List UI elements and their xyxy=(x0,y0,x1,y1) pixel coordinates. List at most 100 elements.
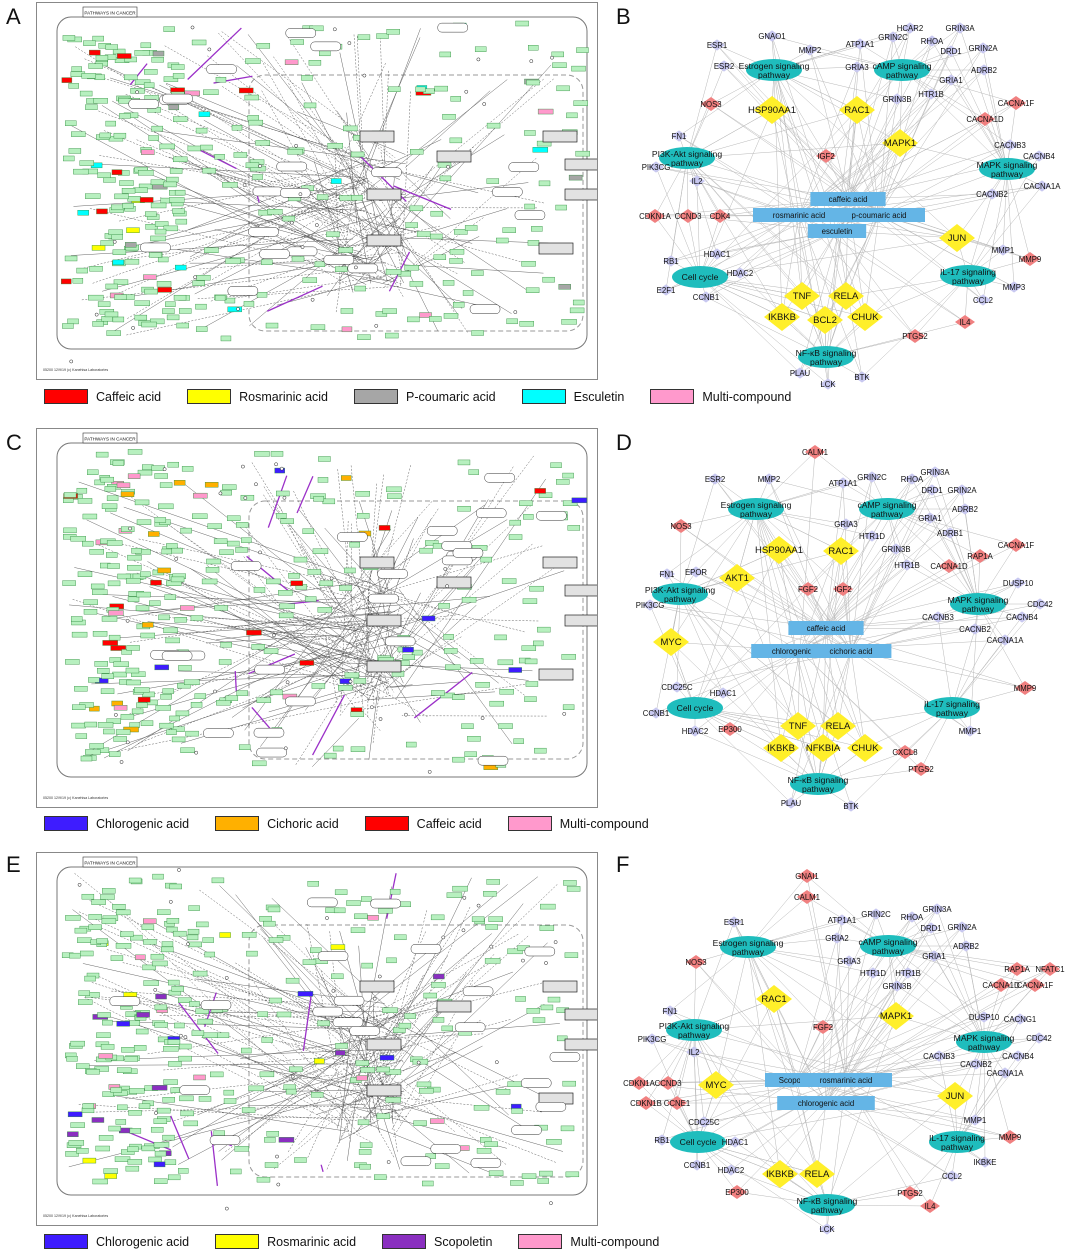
gene-box xyxy=(464,751,477,757)
target-diamond xyxy=(930,611,946,623)
gene-box xyxy=(542,276,555,283)
map-label-bubble xyxy=(203,728,234,738)
target-diamond xyxy=(792,367,808,379)
gene-box xyxy=(154,228,167,235)
highlighted-edge xyxy=(266,285,323,312)
network-node: CCNB1 xyxy=(643,707,669,719)
gene-box xyxy=(126,227,140,233)
pathway-edge xyxy=(348,1063,373,1115)
network-node: FN1 xyxy=(662,1005,678,1017)
gene-box xyxy=(385,1097,401,1103)
compound-dot xyxy=(179,1033,183,1038)
core-target-diamond xyxy=(820,712,856,740)
gene-box xyxy=(307,569,322,575)
node-label: IGF2 xyxy=(817,152,834,161)
core-target-diamond xyxy=(764,303,800,331)
node-label: pathway xyxy=(671,158,704,168)
compound-dot xyxy=(441,935,446,940)
network-edge xyxy=(768,478,852,652)
network-node: MAPK1 xyxy=(882,129,918,157)
gene-box xyxy=(279,603,295,609)
node-label: HDAC2 xyxy=(718,1166,744,1175)
pathway-edge xyxy=(349,876,538,1024)
gene-box xyxy=(267,906,281,913)
node-label: DRD1 xyxy=(921,486,942,495)
map-label-bubble xyxy=(410,944,442,954)
network-node: NOS3 xyxy=(685,955,707,969)
network-edge xyxy=(697,1084,717,1143)
legend-label: Chlorogenic acid xyxy=(96,816,190,831)
gene-box xyxy=(547,996,561,1003)
map-label-bubble xyxy=(179,1085,210,1095)
gene-box xyxy=(350,151,365,158)
pathway-edge xyxy=(375,957,501,1027)
gene-box xyxy=(198,111,211,117)
network-edge xyxy=(670,230,838,262)
network-node: CACNA1F xyxy=(1017,978,1053,992)
gene-box xyxy=(539,1170,553,1177)
network-edge xyxy=(645,1079,798,1104)
pathway-edge xyxy=(197,286,401,299)
gene-box xyxy=(461,597,477,603)
pathway-node-ellipse xyxy=(659,147,715,169)
pathway-edge xyxy=(364,538,414,677)
gene-box xyxy=(566,112,578,119)
network-edge xyxy=(747,896,808,948)
pathway-edge xyxy=(354,79,508,201)
node-label: GRIA3 xyxy=(837,957,860,966)
network-edge xyxy=(755,508,842,552)
gene-box xyxy=(251,644,265,650)
node-label: MAPK signaling xyxy=(977,160,1038,170)
highlighted-edge xyxy=(178,1001,219,1054)
network-edge xyxy=(887,945,898,987)
network-edge xyxy=(859,43,903,71)
node-label: Scopoletin xyxy=(779,1076,815,1085)
gene-box xyxy=(190,615,204,621)
gene-box xyxy=(340,308,354,314)
map-label-bubble xyxy=(370,898,401,909)
gene-box xyxy=(66,1056,78,1062)
target-diamond xyxy=(686,955,706,969)
gene-box xyxy=(327,143,343,149)
pathway-edge xyxy=(345,501,433,598)
gene-box xyxy=(168,979,180,986)
gene-box xyxy=(162,308,175,314)
gene-box xyxy=(202,167,216,174)
network-edge xyxy=(886,508,931,519)
network-edge xyxy=(848,945,889,962)
gene-box xyxy=(462,290,474,296)
network-edge xyxy=(983,1037,1040,1043)
gene-box xyxy=(341,326,353,333)
node-label: GRIN3B xyxy=(881,545,910,554)
process-box xyxy=(564,188,597,201)
network-edge xyxy=(817,747,824,785)
network-edge xyxy=(825,109,858,358)
pathway-edge xyxy=(94,995,338,1023)
node-label: GRIN3A xyxy=(920,468,950,477)
network-edge xyxy=(771,69,775,111)
gene-box xyxy=(412,649,423,656)
network-edge xyxy=(714,478,852,652)
node-label: GRIA2 xyxy=(825,934,848,943)
network-edge xyxy=(686,109,773,159)
gene-box xyxy=(166,176,179,183)
gene-box xyxy=(155,705,171,711)
legend-label: Multi-compound xyxy=(570,1234,660,1249)
network-node: ADRB1 xyxy=(937,527,963,539)
gene-box xyxy=(361,962,373,969)
network-node: cichoric acid xyxy=(810,644,892,658)
network-edge xyxy=(1006,155,1040,170)
network-node: DRD1 xyxy=(920,922,942,934)
gene-box xyxy=(567,525,581,531)
pathway-edge xyxy=(247,34,349,165)
network-node: CDC42 xyxy=(1027,598,1053,610)
network-edge xyxy=(799,650,906,753)
gene-box xyxy=(171,726,185,732)
network-edge xyxy=(983,69,1008,170)
gene-box xyxy=(133,187,148,193)
node-label: NF-κB signaling xyxy=(797,1196,858,1206)
network-node: GRIN2A xyxy=(947,484,977,496)
gene-box xyxy=(70,1122,85,1128)
network-node: ATP1A1 xyxy=(828,914,856,926)
network-edge xyxy=(850,616,1023,652)
